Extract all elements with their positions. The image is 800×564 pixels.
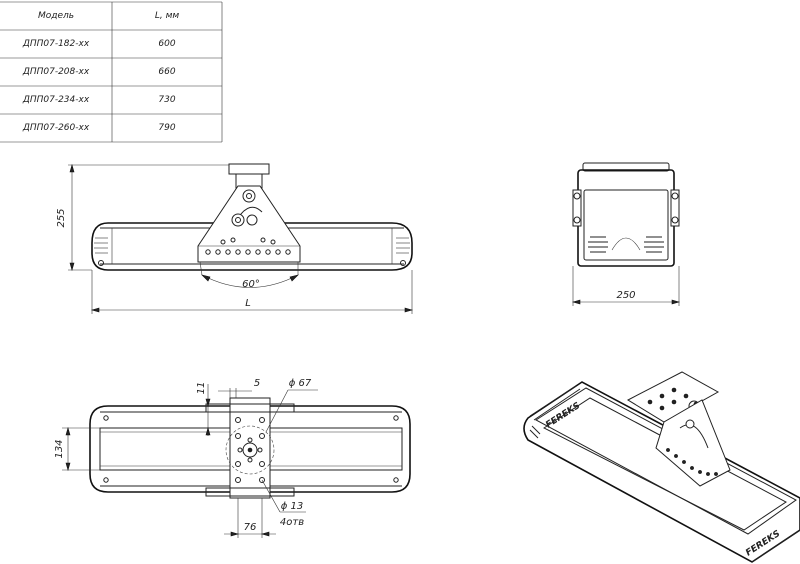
iso-view-end-fins [529,385,581,439]
bottom-dim-11: 11 [196,382,207,395]
side-width-dimension: 250 [616,290,635,301]
bottom-dim-134: 134 [54,439,65,458]
table-row-length: 660 [158,67,175,77]
table-row-model: ДПП07-234-хх [22,95,90,105]
iso-view-bracket [655,399,731,487]
front-length-dimension: L [245,298,251,309]
isometric-view: FEREKS FEREKS [523,371,800,563]
iso-view-brand-label: FEREKS [544,401,582,431]
bottom-view-body [89,405,411,493]
table-row-model: ДПП07-260-хх [22,123,90,133]
front-view-bracket-holes [205,237,291,255]
front-height-dimension: 255 [56,208,67,227]
iso-view-body [523,381,800,563]
iso-view-mount-plate [626,371,720,423]
bottom-view-plate-holes [235,417,265,483]
bottom-dim-5: 5 [254,378,260,389]
table-row-model: ДПП07-208-хх [22,67,90,77]
side-view-mount-plate [582,162,670,172]
table-row-length: 790 [158,123,175,133]
front-view-body [91,222,413,271]
bottom-view: 11 5 ϕ 67 134 ϕ 13 4отв 76 [54,378,411,538]
model-table: Модель L, мм ДПП07-182-хх 600 ДПП07-208-… [0,1,223,143]
front-view-end-fins-right [396,237,410,266]
table-row-model: ДПП07-182-хх [22,39,90,49]
bottom-dim-76: 76 [244,522,257,533]
table-row-length: 730 [158,95,175,105]
bottom-dim-diameter-67: ϕ 67 [289,378,312,389]
iso-view-bracket-holes [666,448,718,476]
front-view: 255 60° L [56,163,414,314]
front-view-end-fins-left [94,237,108,266]
side-view: 250 [571,162,681,306]
table-header-length: L, мм [155,11,180,21]
front-angle-dimension: 60° [242,279,260,290]
bottom-dim-hole-count: 4отв [280,517,304,528]
table-row-length: 600 [158,39,175,49]
table-header-model: Модель [38,11,74,21]
front-view-mount-plate [228,163,270,175]
side-view-fins [588,236,664,253]
bottom-dim-diameter-13: ϕ 13 [281,501,304,512]
